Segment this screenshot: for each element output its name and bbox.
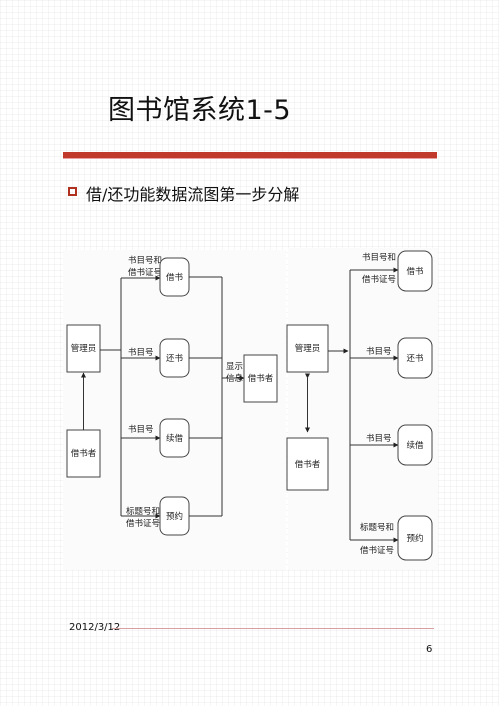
right-borrow-flow-label-2: 借书证号 [362, 274, 396, 285]
right-process-borrow [397, 250, 433, 292]
title-underline-bar [63, 152, 437, 158]
left-process-renew-label: 续借 [166, 433, 184, 444]
footer-date: 2012/3/12 [69, 622, 121, 633]
left-renew-flow-label: 书目号 [128, 424, 154, 435]
right-borrower-entity-box [286, 437, 329, 491]
left-admin-entity-box [66, 324, 101, 373]
slide-subtitle: 借/还功能数据流图第一步分解 [86, 185, 300, 204]
left-admin-entity-label: 管理员 [71, 343, 97, 354]
right-process-reserve-label: 预约 [406, 533, 423, 544]
left-borrower-entity-label: 借书者 [71, 448, 97, 459]
left-borrower-entity-box [66, 429, 101, 478]
right-process-renew-label: 续借 [406, 440, 424, 451]
left-display-label-2: 信息 [226, 373, 244, 384]
footer-divider [112, 628, 434, 629]
left-borrow-flow-label-2: 借书证号 [128, 267, 162, 278]
slide-title: 图书馆系统1-5 [108, 95, 292, 126]
left-borrow-flow-label-1: 书目号和 [128, 255, 162, 266]
right-return-flow-label: 书目号 [366, 346, 392, 357]
right-process-renew [397, 424, 433, 466]
right-admin-entity-box [286, 324, 329, 373]
left-process-borrow-label: 借书 [166, 272, 184, 283]
right-borrower-entity-label: 借书者 [295, 459, 321, 470]
left-process-reserve-label: 预约 [166, 511, 183, 522]
right-process-reserve [397, 515, 433, 561]
right-reserve-flow-label-2: 借书证号 [360, 545, 394, 556]
right-renew-flow-label: 书目号 [366, 433, 392, 444]
left-reserve-flow-label-1: 标题号和 [126, 506, 160, 517]
right-reserve-flow-label-1: 标题号和 [360, 522, 394, 533]
right-process-return [397, 337, 433, 379]
right-process-return-label: 还书 [406, 353, 424, 364]
left-output-borrower-box [243, 354, 278, 403]
left-output-borrower-label: 借书者 [248, 373, 274, 384]
left-process-return-label: 还书 [166, 353, 184, 364]
right-borrow-flow-label-1: 书目号和 [362, 252, 396, 263]
right-process-borrow-label: 借书 [406, 266, 424, 277]
right-admin-entity-label: 管理员 [295, 343, 321, 354]
left-reserve-flow-label-2: 借书证号 [126, 518, 160, 529]
right-diagram: 管理员 借书者 书目号和 借书证号 书目号 书目号 标题号和 借书证号 借书 [286, 250, 433, 561]
page-number: 6 [426, 644, 433, 655]
bullet-square-icon [68, 187, 77, 196]
left-return-flow-label: 书目号 [128, 347, 154, 358]
left-display-label-1: 显示 [226, 362, 243, 372]
left-diagram: 管理员 借书者 书目号和 借书证号 书目号 书目号 标题号和 借书证号 借书 [66, 255, 278, 536]
title-underline-thin [63, 158, 437, 159]
